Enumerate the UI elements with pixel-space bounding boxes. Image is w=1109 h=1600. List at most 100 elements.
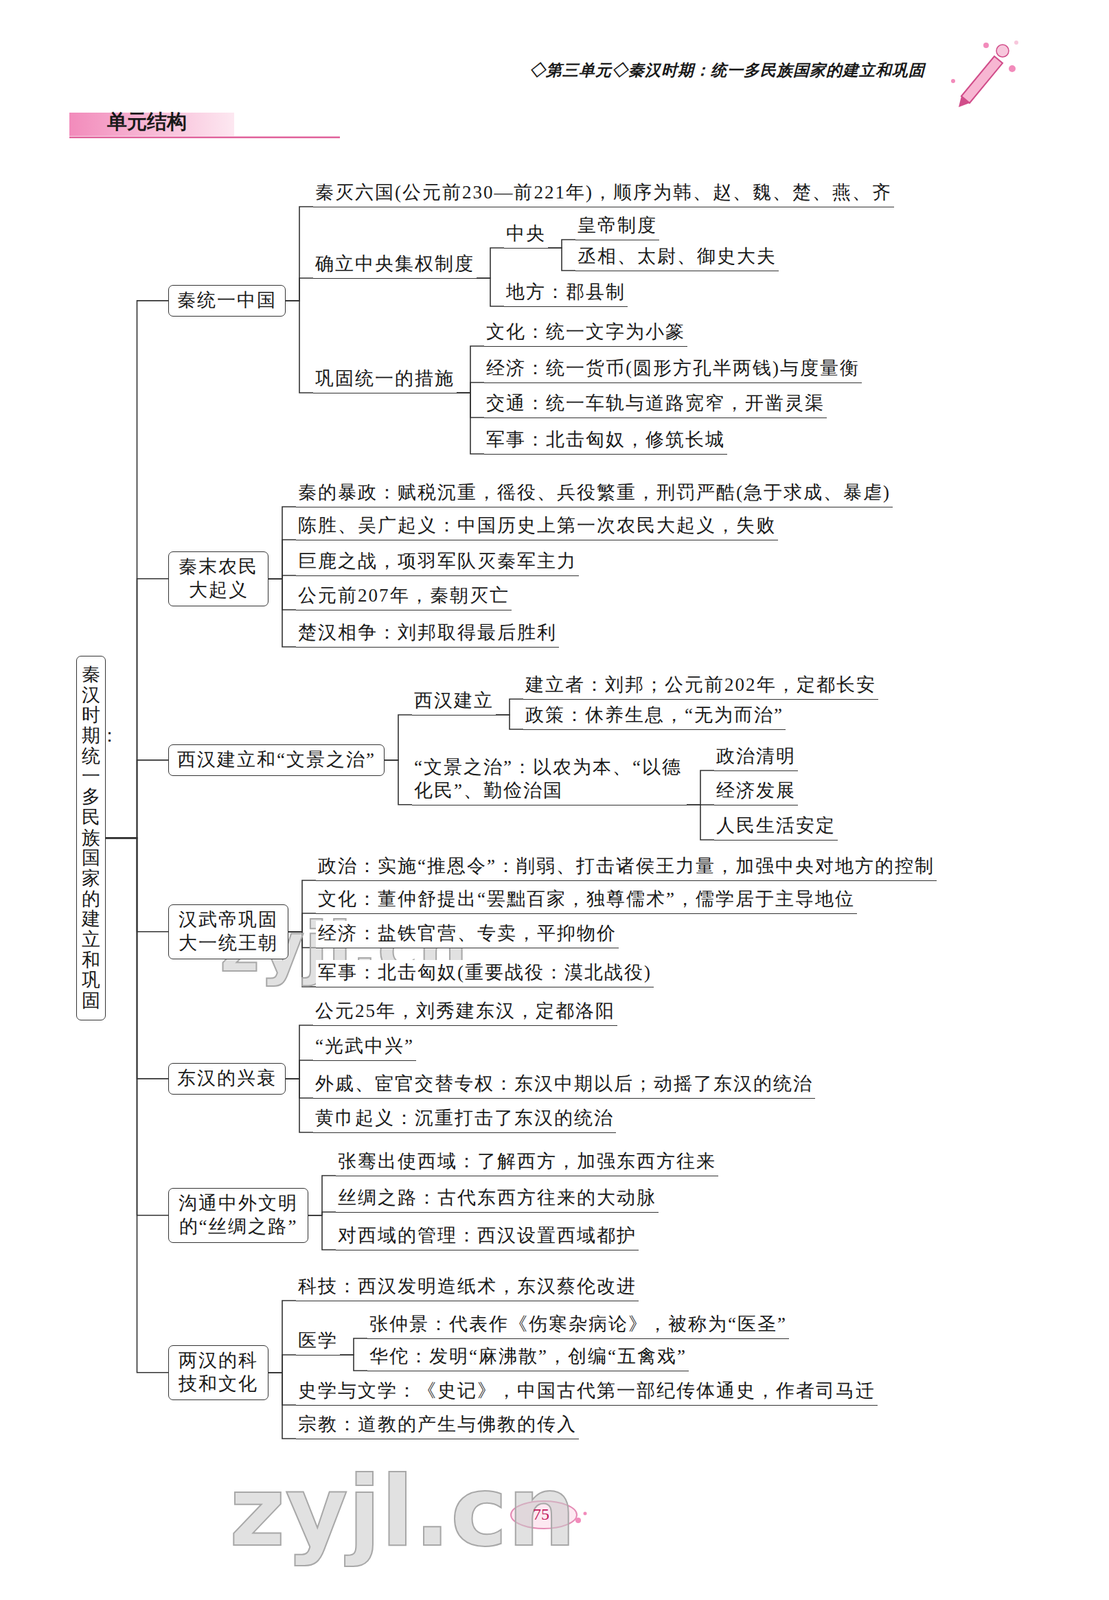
heading-rule — [69, 136, 340, 139]
section-heading: 单元结构 — [107, 109, 187, 134]
node-text: 陈胜、吴广起义：中国历史上第一次农民大起义，失败 — [298, 514, 776, 538]
node-text: 科技：西汉发明造纸术，东汉蔡伦改进 — [298, 1275, 637, 1299]
node-text: 秦末农民 大起义 — [177, 555, 260, 603]
branch-item: 外戚、宦官交替专权：东汉中期以后；动摇了东汉的统治 — [313, 1071, 816, 1099]
tree-connector — [268, 1372, 296, 1439]
tree-connector — [456, 346, 485, 393]
node-text: 两汉的科 技和文化 — [177, 1349, 260, 1397]
node-text: 汉武帝巩固 大一统王朝 — [177, 908, 280, 956]
node-text: 对西域的管理：西汉设置西域都护 — [337, 1224, 637, 1248]
branch-item: 对西域的管理：西汉设置西域都护 — [335, 1222, 639, 1251]
branch-item: 陈胜、吴广起义：中国历史上第一次农民大起义，失败 — [295, 512, 779, 541]
node-text: 张仲景：代表作《伤寒杂病论》，被称为“医圣” — [369, 1312, 787, 1337]
tree-connector — [384, 760, 413, 805]
branch-item: 黄巾起义：沉重打击了东汉的统治 — [313, 1105, 616, 1134]
branch-item: 交通：统一车轨与道路宽窄，开凿灵渠 — [484, 390, 827, 419]
tree-connector — [547, 247, 576, 271]
branch-item: 科技：西汉发明造纸术，东汉蔡伦改进 — [295, 1273, 639, 1302]
node-text: 政治：实施“推恩令”：削弱、打击诸侯王力量，加强中央对地方的控制 — [317, 854, 935, 879]
tree-connector — [268, 1300, 296, 1373]
node-text: 宗教：道教的产生与佛教的传入 — [298, 1413, 577, 1437]
branch-item: 政治：实施“推恩令”：削弱、打击诸侯王力量，加强中央对地方的控制 — [315, 853, 937, 882]
node-text: 秦灭六国(公元前230—前221年)，顺序为韩、赵、魏、楚、燕、齐 — [315, 181, 893, 205]
node-text: 皇帝制度 — [577, 214, 658, 238]
tree-connector — [268, 1354, 296, 1373]
node-text: 黄巾起义：沉重打击了东汉的统治 — [315, 1106, 614, 1131]
tree-connector — [285, 1078, 314, 1133]
topic-box: 沟通中外文明 的“丝绸之路” — [168, 1187, 309, 1243]
node-text: 公元25年，刘秀建东汉，定都洛阳 — [315, 999, 616, 1024]
root-box: 秦汉时期：统一多民族国家的建立和巩固 — [76, 655, 106, 1021]
tree-connector — [476, 247, 505, 279]
tree-connector — [456, 392, 485, 454]
branch-item: “光武中兴” — [313, 1033, 417, 1061]
node-text: 文化：董仲舒提出“罢黜百家，独尊儒术”，儒学居于主导地位 — [317, 887, 855, 912]
branch-item: 丝绸之路：古代东西方往来的大动脉 — [335, 1185, 659, 1213]
node-text: 楚汉相争：刘邦取得最后胜利 — [298, 621, 557, 645]
tree-connector — [285, 278, 314, 301]
node-text: 巩固统一的措施 — [315, 367, 455, 391]
tree-connector — [285, 206, 314, 301]
branch-item: 秦的暴政：赋税沉重，徭役、兵役繁重，刑罚严酷(急于求成、暴虐) — [295, 479, 893, 508]
node-text: 政策：休养生息，“无为而治” — [525, 703, 784, 728]
branch-item: 秦灭六国(公元前230—前221年)，顺序为韩、赵、魏、楚、燕、齐 — [313, 179, 895, 208]
branch-item: 经济发展 — [714, 778, 798, 806]
branch-item: 楚汉相争：刘邦取得最后胜利 — [295, 620, 559, 648]
branch-item: 人民生活安定 — [714, 813, 838, 841]
tree-connector — [268, 506, 296, 579]
topic-box: 西汉建立和“文景之治” — [168, 744, 385, 776]
node-text: 医学 — [298, 1329, 338, 1353]
node-text: 外戚、宦官交替专权：东汉中期以后；动摇了东汉的统治 — [315, 1072, 814, 1096]
tree-connector — [686, 770, 715, 805]
node-text: 公元前207年，秦朝灭亡 — [298, 584, 510, 608]
tree-connector — [285, 1060, 314, 1079]
branch-item: 军事：北击匈奴(重要战役：漠北战役) — [315, 959, 654, 988]
tree-connector — [339, 1354, 368, 1371]
branch-item: 丞相、太尉、御史大夫 — [575, 243, 779, 272]
node-text: 丞相、太尉、御史大夫 — [577, 245, 777, 269]
node-text: 确立中央集权制度 — [315, 252, 475, 277]
tree-connector — [285, 300, 314, 393]
branch-item: 华佗：发明“麻沸散”，创编“五禽戏” — [367, 1343, 689, 1372]
branch-item: 政治清明 — [714, 743, 798, 772]
node-text: 军事：北击匈奴，修筑长城 — [486, 428, 726, 452]
tree-connector — [105, 300, 169, 838]
branch-item: 张骞出使西域：了解西方，加强东西方往来 — [335, 1148, 719, 1177]
node-text: 政治清明 — [716, 745, 796, 769]
running-header: ◇第三单元◇秦汉时期：统一多民族国家的建立和巩固 — [529, 61, 925, 79]
topic-box: 汉武帝巩固 大一统王朝 — [168, 904, 289, 960]
topic-box: 两汉的科 技和文化 — [168, 1345, 269, 1401]
pencil-ornament — [951, 40, 1019, 108]
branch-item: 文化：统一文字为小篆 — [484, 319, 688, 347]
tree-connector — [105, 837, 169, 1373]
branch-item: 宗教：道教的产生与佛教的传入 — [295, 1411, 579, 1440]
branch-item: 巩固统一的措施 — [313, 366, 457, 394]
branch-item: 中央 — [504, 221, 548, 249]
tree-connector — [308, 1215, 336, 1250]
tree-connector — [105, 760, 169, 838]
topic-box: 秦末农民 大起义 — [168, 551, 269, 607]
node-text: 史学与文学：《史记》，中国古代第一部纪传体通史，作者司马迁 — [298, 1379, 876, 1403]
node-text: 经济：盐铁官营、专卖，平抑物价 — [317, 922, 617, 946]
node-text: 西汉建立和“文景之治” — [177, 748, 376, 772]
node-text: 文化：统一文字为小篆 — [486, 320, 686, 345]
node-text: 华佗：发明“麻沸散”，创编“五禽戏” — [369, 1345, 687, 1369]
branch-item: 建立者：刘邦；公元前202年，定都长安 — [523, 672, 879, 700]
tree-connector — [384, 714, 413, 761]
tree-connector — [339, 1338, 368, 1355]
branch-item: 确立中央集权制度 — [313, 251, 477, 279]
node-text: 西汉建立 — [414, 689, 494, 713]
tree-connector — [268, 578, 296, 647]
branch-item: 军事：北击匈奴，修筑长城 — [484, 427, 728, 455]
node-text: 建立者：刘邦；公元前202年，定都长安 — [525, 673, 877, 697]
branch-item: 史学与文学：《史记》，中国古代第一部纪传体通史，作者司马迁 — [295, 1378, 878, 1406]
node-text: 丝绸之路：古代东西方往来的大动脉 — [337, 1186, 657, 1210]
branch-item: 经济：统一货币(圆形方孔半两钱)与度量衡 — [484, 355, 862, 384]
tree-connector — [285, 1025, 314, 1079]
node-text: “文景之治”：以农为本、“以德 化民”、勤俭治国 — [414, 756, 685, 803]
tree-connector — [105, 578, 169, 839]
page-number: 75 — [532, 1505, 550, 1524]
tree-connector — [495, 699, 524, 715]
branch-item: 张仲景：代表作《伤寒杂病论》，被称为“医圣” — [367, 1311, 790, 1340]
node-text: 秦统一中国 — [177, 289, 277, 313]
